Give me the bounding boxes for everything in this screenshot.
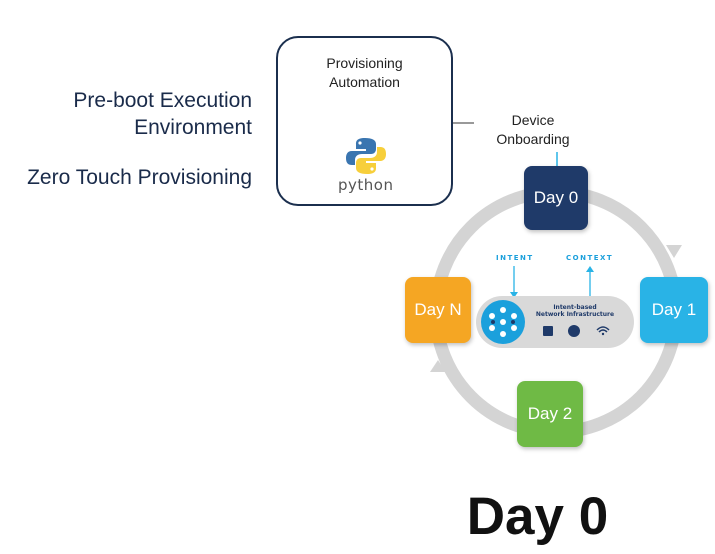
onboarding-line-2: Onboarding (496, 131, 570, 147)
footer-title: Day 0 (466, 487, 609, 546)
provisioning-automation-box: Provisioning Automation python (276, 36, 453, 206)
device-onboarding-label: Device Onboarding (478, 111, 588, 149)
cycle-arrow-right (666, 245, 682, 258)
network-fabric-nodes (489, 307, 517, 337)
infrastructure-label: Intent-based Network Infrastructure (530, 304, 620, 318)
infra-line-1: Intent-based (553, 304, 597, 311)
context-label: CONTEXT (566, 254, 614, 262)
provisioning-title-line-1: Provisioning (326, 55, 403, 71)
ztp-label: Zero Touch Provisioning (27, 166, 252, 189)
infra-line-2: Network Infrastructure (535, 311, 615, 318)
pxe-line-2: Environment (134, 116, 252, 139)
wifi-icon (596, 326, 610, 331)
provisioning-title: Provisioning Automation (278, 54, 451, 92)
intent-arrowhead (510, 292, 518, 298)
day-2-box: Day 2 (517, 381, 583, 447)
python-wordmark: python (338, 176, 394, 194)
switch-icon (543, 326, 553, 336)
cycle-arrow-left (430, 360, 446, 372)
day-0-box: Day 0 (524, 166, 588, 230)
python-logo-icon (346, 138, 386, 174)
onboarding-line-1: Device (511, 112, 555, 128)
router-icon (568, 325, 580, 337)
pxe-line-1: Pre-boot Execution (73, 89, 252, 112)
day-1-box: Day 1 (640, 277, 708, 343)
day-n-box: Day N (405, 277, 471, 343)
context-arrowhead (586, 266, 594, 272)
intent-label: INTENT (496, 254, 534, 262)
provisioning-title-line-2: Automation (329, 74, 400, 90)
pxe-label: Pre-boot Execution Environment (0, 87, 252, 141)
